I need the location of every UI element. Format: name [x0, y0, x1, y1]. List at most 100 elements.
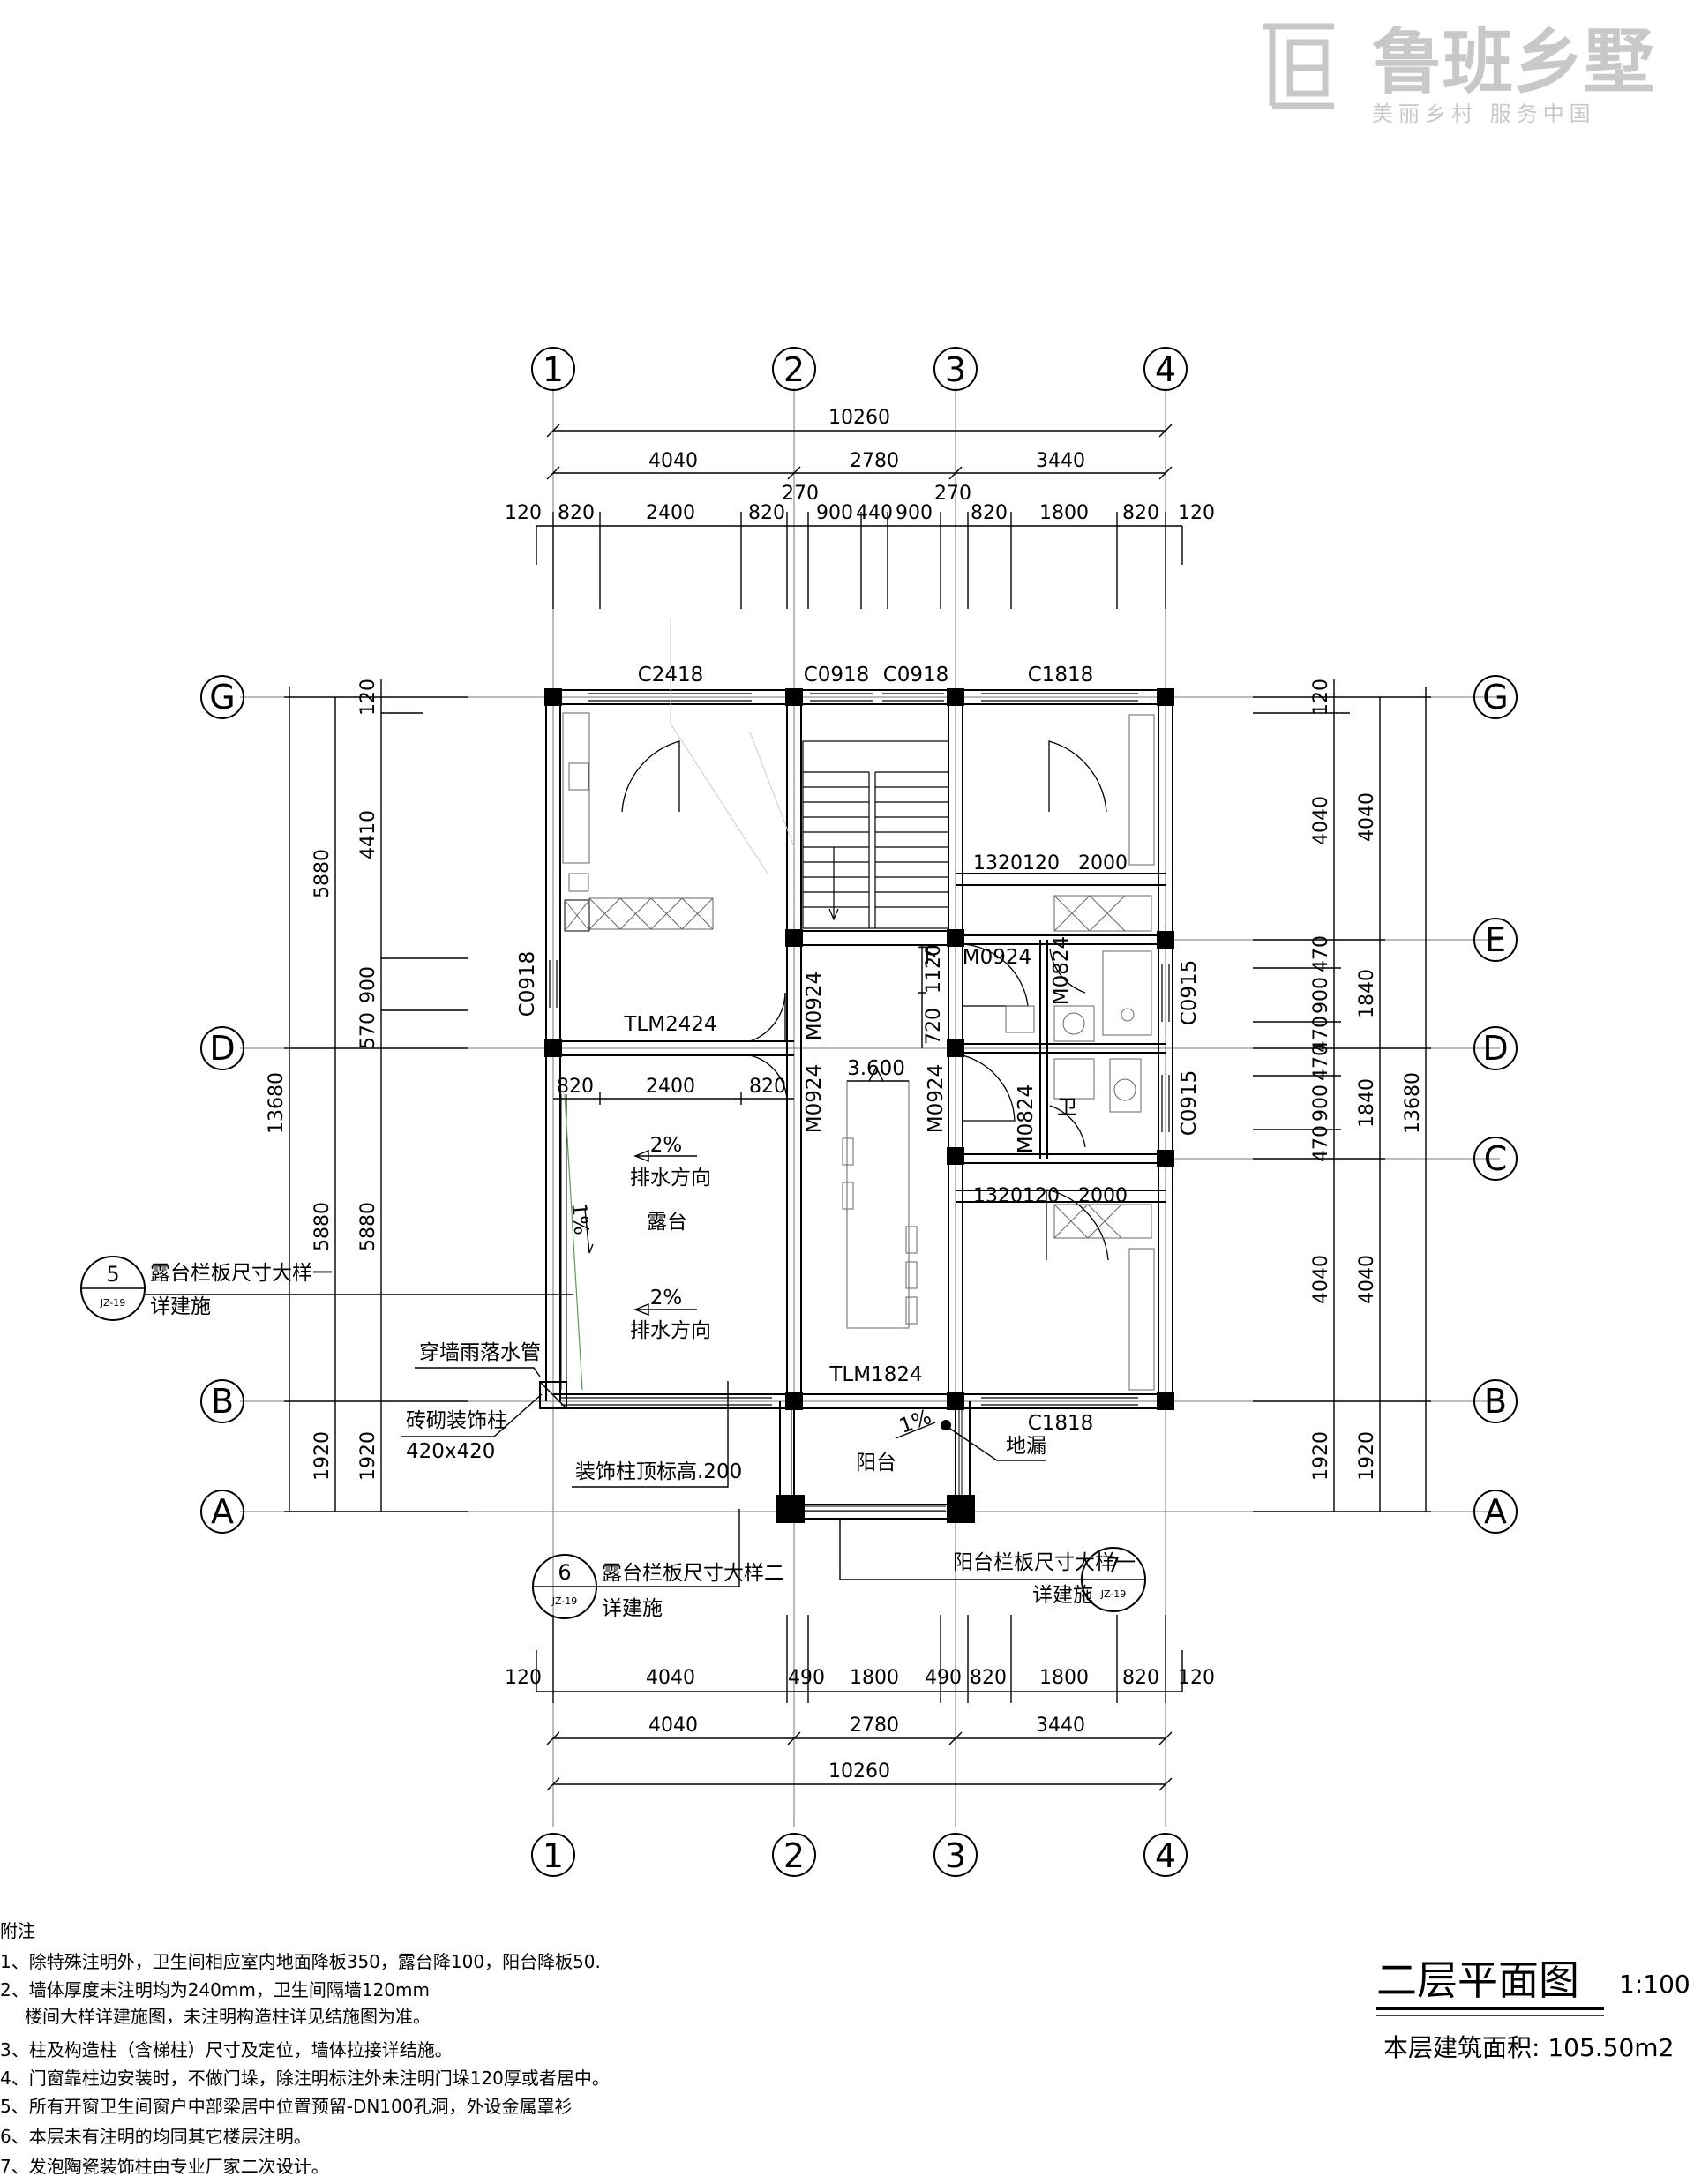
callout-ref: JZ-19	[100, 1297, 126, 1309]
window-c0918-label: C0918	[883, 664, 949, 687]
window-c0915-label: C0915	[1178, 960, 1201, 1026]
axis-bubble-col-3-top: 3	[933, 347, 978, 391]
downpipe-label: 穿墙雨落水管	[419, 1341, 541, 1364]
dim-1120: 1120	[923, 944, 945, 994]
axis-bubble-col-3-bottom: 3	[933, 1833, 978, 1877]
dim-right-inner: 4040	[1310, 796, 1332, 845]
axis-bubble-col-4-bottom: 4	[1143, 1833, 1188, 1877]
stair	[802, 740, 949, 929]
axis-label: 2	[783, 350, 805, 389]
dim-120: 120	[1023, 852, 1060, 874]
axis-bubble-row-E-right: E	[1473, 918, 1518, 962]
pillar-top-label: 装饰柱顶标高.200	[575, 1460, 742, 1483]
dim-right-inner: 900	[1310, 1084, 1332, 1122]
axis-label: 3	[945, 350, 966, 389]
plan-labels: C2418 C0918 C0918 C1818 C0918 TLM2424 M0…	[401, 664, 1201, 1488]
dim-bottom-sub: 1800	[850, 1667, 899, 1689]
floor-drain-label: 地漏	[1006, 1435, 1046, 1458]
note-item: 7、发泡陶瓷装饰柱由专业厂家二次设计。	[0, 2156, 329, 2177]
dim-top-sub: 820	[748, 502, 785, 524]
dim-right-total: 13680	[1402, 1072, 1424, 1134]
axis-label: G	[209, 678, 235, 717]
window-c2418-label: C2418	[638, 664, 704, 687]
note-item: 5、所有开窗卫生间窗户中部梁居中位置预留-DN100孔洞，外设金属罩衫	[0, 2096, 572, 2117]
dim-2000: 2000	[1078, 1185, 1128, 1207]
dim-left-inner: 900	[357, 966, 379, 1003]
dim-720: 720	[923, 1008, 945, 1045]
dim-top-sub: 820	[971, 502, 1008, 524]
door-tlm2424-label: TLM2424	[623, 1013, 716, 1036]
logo-name: 鲁班乡墅	[1372, 21, 1654, 103]
dim-bottom-bay-1: 4040	[648, 1715, 698, 1737]
dim-right-inner: 900	[1310, 977, 1332, 1014]
dim-top-bay-1: 4040	[648, 450, 698, 472]
pillar-label: 砖砌装饰柱	[406, 1409, 507, 1432]
callout-text: 露台栏板尺寸大样一	[150, 1262, 333, 1285]
dimensions-top: 10260 4040 2780 3440 270 270 120 820 240…	[505, 407, 1215, 609]
callout-ref: JZ-19	[1100, 1588, 1127, 1600]
dim-right-outer: 4040	[1356, 1255, 1378, 1304]
dim-top-sub: 900	[816, 502, 853, 524]
callout-number: 6	[558, 1560, 571, 1585]
logo: 鲁班乡墅 美丽乡村 服务中国	[1263, 21, 1654, 126]
axis-bubble-col-2-top: 2	[772, 347, 816, 391]
slope-label: 2%	[650, 1287, 683, 1310]
dim-bottom-sub: 1800	[1039, 1667, 1089, 1689]
dim-left-inner: 5880	[357, 1202, 379, 1251]
floor-area: 本层建筑面积: 105.50m2	[1383, 2033, 1674, 2062]
note-item: 楼间大样详建施图，未注明构造柱详见结施图为准。	[25, 2006, 431, 2027]
callout-5: 5 JZ-19 露台栏板尺寸大样一 详建施	[80, 1256, 573, 1321]
dim-bottom-bay-2: 2780	[850, 1715, 899, 1737]
dim-1320: 1320	[973, 852, 1023, 874]
pillar-size-label: 420x420	[406, 1440, 495, 1463]
dim-left-inner: 1920	[357, 1431, 379, 1481]
dim-left-outer: 5880	[311, 849, 334, 898]
drawing-scale: 1:100	[1619, 1970, 1690, 1999]
callout-text: 阳台栏板尺寸大样一	[953, 1551, 1136, 1574]
axis-label: 1	[543, 350, 564, 389]
note-item: 3、柱及构造柱（含梯柱）尺寸及定位，墙体拉接详结施。	[0, 2039, 453, 2060]
terrace-label: 露台	[647, 1211, 687, 1234]
door-tlm1824-label: TLM1824	[828, 1363, 922, 1386]
dim-left-inner: 120	[357, 679, 379, 716]
dim-right-inner: 470	[1310, 1125, 1332, 1162]
dim-top-sub: 120	[505, 502, 542, 524]
dim-right-outer: 1840	[1356, 969, 1378, 1018]
columns	[544, 688, 1174, 1523]
axis-bubble-row-A-left: A	[200, 1490, 244, 1534]
axis-label: D	[1482, 1029, 1508, 1068]
axis-bubble-col-1-top: 1	[531, 347, 575, 391]
dim-right-inner: 1920	[1310, 1431, 1332, 1481]
axis-bubble-row-G-right: G	[1473, 675, 1518, 719]
dim-bottom-sub: 120	[1178, 1667, 1215, 1689]
furniture	[562, 618, 1155, 1391]
dim-top-sub: 2400	[646, 502, 695, 524]
dim-top-sub: 1800	[1039, 502, 1089, 524]
dim-820: 820	[749, 1076, 786, 1098]
drawing-title: 二层平面图	[1376, 1956, 1579, 2004]
axis-bubble-row-B-right: B	[1473, 1379, 1518, 1423]
note-item: 2、墙体厚度未注明均为240mm，卫生间隔墙120mm	[0, 1979, 430, 2000]
dim-top-total: 10260	[828, 407, 890, 429]
axis-bubble-col-4-top: 4	[1143, 347, 1188, 391]
dim-top-sub: 900	[896, 502, 933, 524]
dim-right-inner: 120	[1310, 679, 1332, 716]
dim-right-outer: 1920	[1356, 1431, 1378, 1481]
slope-label: 2%	[650, 1134, 683, 1157]
dim-120: 120	[1023, 1185, 1060, 1207]
terrace-railing	[560, 1094, 963, 1512]
dim-top-sub: 440	[856, 502, 893, 524]
axis-bubble-row-G-left: G	[200, 675, 244, 719]
toilet-mark-label: 卫	[1057, 1096, 1077, 1119]
door-m0924-label: M0924	[803, 1064, 826, 1133]
balcony-label: 阳台	[856, 1452, 896, 1475]
door-m0924-label: M0924	[963, 946, 1031, 969]
dimensions-bottom: 120 4040 490 1800 490 820 1800 820 120 4…	[505, 1615, 1215, 1791]
axis-bubble-col-1-bottom: 1	[531, 1833, 575, 1877]
callout-text: 详建施	[150, 1295, 211, 1318]
axis-bubble-row-C-right: C	[1473, 1137, 1518, 1181]
doors	[621, 740, 1109, 1261]
dim-right-inner: 4040	[1310, 1255, 1332, 1304]
dim-bottom-sub: 490	[925, 1667, 962, 1689]
dimensions-right: 120 4040 470 900 470 470 900 470 4040 19…	[1253, 679, 1431, 1512]
